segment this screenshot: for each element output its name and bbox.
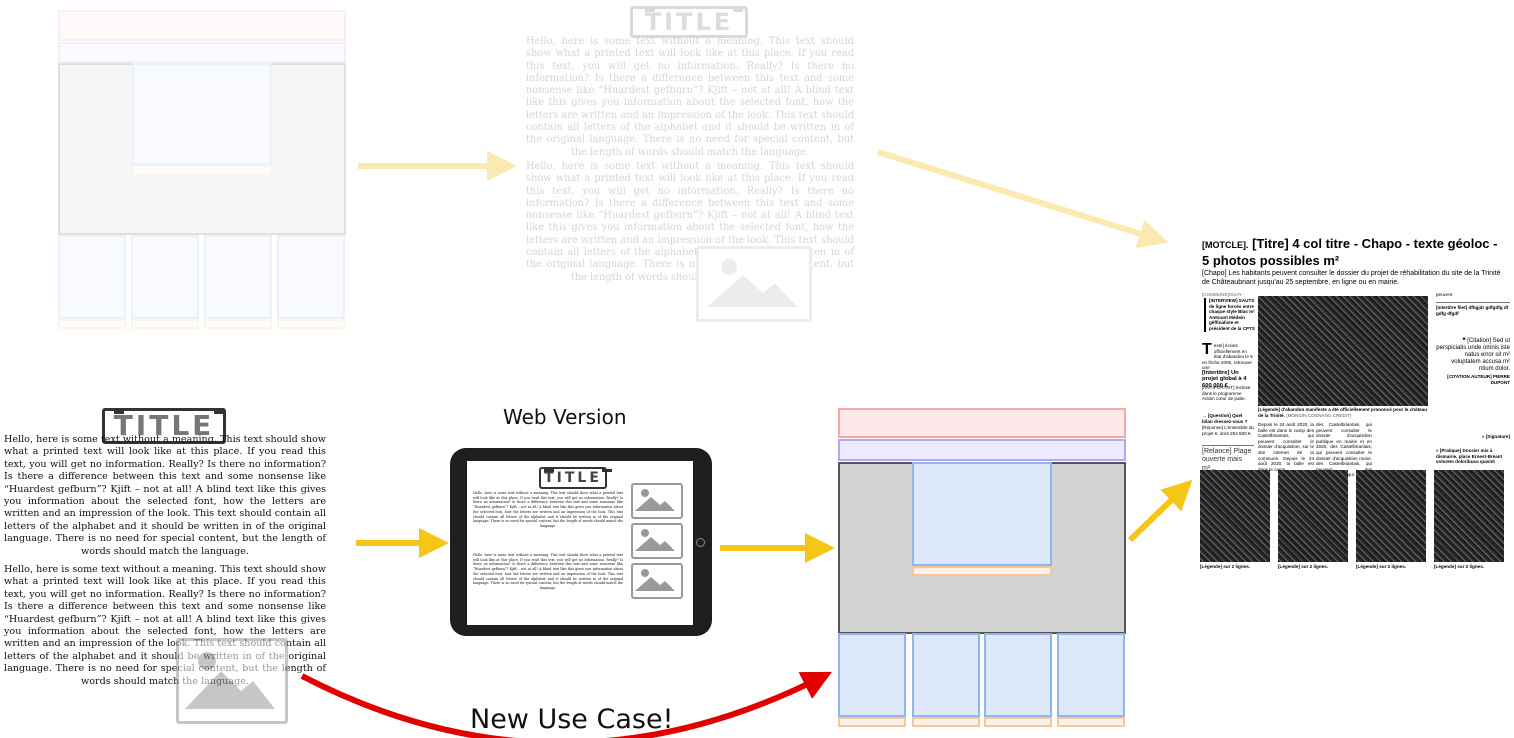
image-placeholder-icon <box>696 246 812 322</box>
tablet-home-button <box>696 538 705 547</box>
zone-col-4 <box>277 235 345 319</box>
zone-main-inner <box>912 462 1052 566</box>
zone-caption-4 <box>1057 717 1125 727</box>
legende-3: [Légende] sur 2 lignes. <box>1356 564 1407 569</box>
peuvent: peuvent <box>1436 292 1453 297</box>
body-col-a: Depuis le 24 août 2020, la balle est dan… <box>1258 422 1314 472</box>
zone-caption-4 <box>277 319 345 329</box>
citation: ❝ [Citation] Sed ut perspiciatis unde om… <box>1436 338 1510 372</box>
text-paragraph-2: Hello, here is some text without a meani… <box>473 553 623 590</box>
zone-col-4 <box>1057 633 1125 717</box>
zone-subheader <box>838 439 1126 461</box>
text-paragraph-1: Hello, here is some text without a meani… <box>473 491 623 528</box>
photo-1 <box>1200 470 1270 562</box>
zone-header <box>838 408 1126 438</box>
zone-caption-1 <box>58 319 126 329</box>
title-sign: TITLE <box>630 6 748 38</box>
zone-header <box>58 10 346 41</box>
layout-diagram-faded <box>58 10 346 330</box>
commune: [COMMUNE]ISSAY - <box>1202 292 1245 297</box>
legende-main: [Légende] d'abandon manifeste a été offi… <box>1258 407 1428 418</box>
zone-col-2 <box>912 633 980 717</box>
image-placeholder-icon <box>631 483 683 519</box>
web-version-label: Web Version <box>503 405 627 429</box>
text-paragraph-2: Hello, here is some text without a meani… <box>526 161 854 283</box>
layout-diagram <box>838 408 1128 730</box>
newspaper-headline: [MOTCLE]. [Titre] 4 col titre - Chapo - … <box>1202 236 1508 268</box>
chapo: [Chapo] Les habitants peuvent consulter … <box>1202 270 1501 286</box>
zone-subheader <box>58 42 346 63</box>
zone-caption-1 <box>838 717 906 727</box>
zone-col-3 <box>204 235 272 319</box>
tablet-device: TITLE Hello, here is some text without a… <box>450 448 712 636</box>
relance: [Relance] Plage ouverte mais m²... <box>1202 445 1254 473</box>
zone-caption-3 <box>204 319 272 329</box>
right-intertitre: [Intertitre filet] dfhgjdr gdfgdfg df gd… <box>1436 302 1510 316</box>
text-paragraph-1: Hello, here is some text without a meani… <box>4 434 326 557</box>
image-placeholder-icon <box>631 563 683 599</box>
reponse: [Réponse] L'ensemble du projet €, dont 2… <box>1202 425 1254 436</box>
zone-main-inner-caption <box>912 566 1052 576</box>
zone-main <box>58 63 346 235</box>
intertitre: [Intertitre] Un projet global à 4 600 00… <box>1202 370 1247 389</box>
signature: » [Signature] <box>1481 434 1510 439</box>
zone-caption-2 <box>912 717 980 727</box>
zone-col-3 <box>984 633 1052 717</box>
arrow-new-use-case <box>300 671 833 738</box>
mot-cle: [MOTCLE]. <box>1202 240 1249 250</box>
print-document-faded: TITLE Hello, here is some text without a… <box>526 6 856 322</box>
zone-col-1 <box>838 633 906 717</box>
body-left-2: [ANTIPORTAIT] Inclose dans le programme … <box>1202 385 1251 402</box>
new-use-case-label: New Use Case! <box>470 704 674 735</box>
main-photo <box>1258 296 1428 406</box>
legende-4: [Légende] sur 2 lignes. <box>1434 564 1485 569</box>
image-placeholder-icon <box>631 523 683 559</box>
newspaper-page: [MOTCLE]. [Titre] 4 col titre - Chapo - … <box>1196 226 1514 586</box>
text-paragraph-1: Hello, here is some text without a meani… <box>526 36 854 158</box>
zone-caption-2 <box>131 319 199 329</box>
legende-2: [Légende] sur 2 lignes. <box>1278 564 1329 569</box>
arrow-faded-2 <box>877 149 1169 249</box>
zone-main-inner <box>132 63 272 165</box>
zone-col-2 <box>131 235 199 319</box>
title-sign: TITLE <box>539 467 612 489</box>
legende-1: [Légende] sur 2 lignes. <box>1200 564 1251 569</box>
text-paragraph-2: Hello, here is some text without a meani… <box>4 564 326 687</box>
body-left-text: exte] écrare officiellement en état d'ab… <box>1202 343 1253 371</box>
citation-author: [CITATION AUTEUR] PIERRE DUPONT <box>1447 374 1510 385</box>
photo-4 <box>1434 470 1504 562</box>
titre: [Titre] 4 col titre - Chapo - texte géol… <box>1202 236 1498 268</box>
zone-main-inner-caption <box>132 165 272 176</box>
image-placeholder-icon <box>176 638 288 724</box>
zone-caption-3 <box>984 717 1052 727</box>
print-document: TITLE Hello, here is some text without a… <box>0 408 330 728</box>
photo-3 <box>1356 470 1426 562</box>
arrow-layout-to-newspaper <box>1127 479 1193 543</box>
zone-col-1 <box>58 235 126 319</box>
pratique: » [Pratique] Dossier mis à dismairie, pl… <box>1436 448 1503 465</box>
interview: [INTERVIEW] SAUTS de ligne forcés entre … <box>1204 298 1259 332</box>
question: → [Question] Quel bilan dressez-vous ? <box>1202 413 1248 424</box>
photo-2 <box>1278 470 1348 562</box>
tablet-screen: TITLE Hello, here is some text without a… <box>467 461 693 625</box>
title-sign: TITLE <box>102 408 226 444</box>
